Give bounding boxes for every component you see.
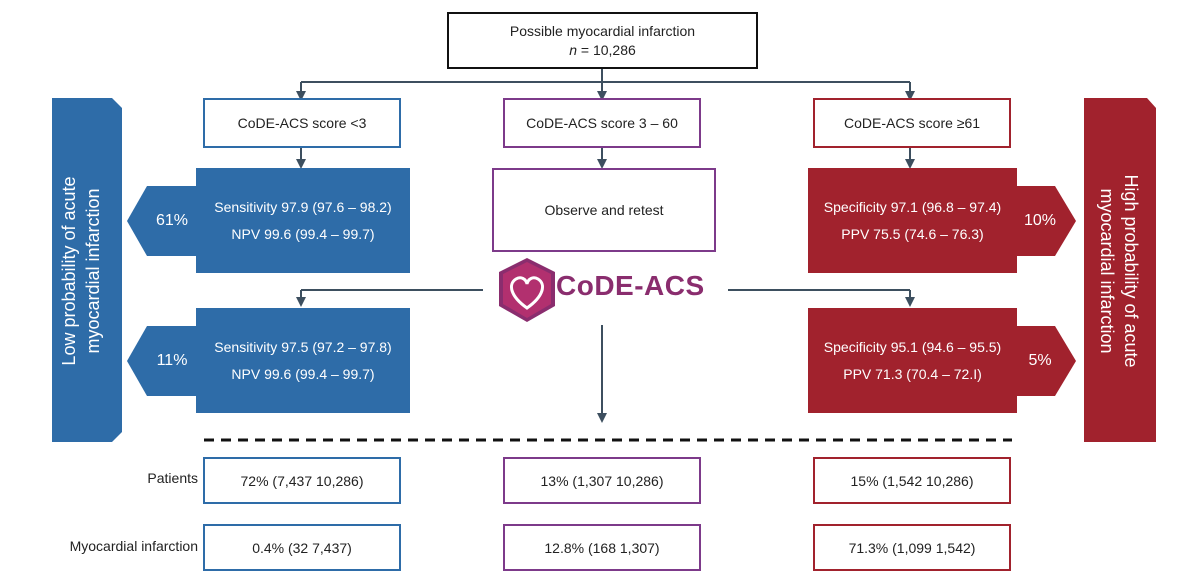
- high-second-specificity: Specificity 95.1 (94.6 – 95.5): [823, 338, 1002, 355]
- low-first-sensitivity: Sensitivity 97.9 (97.6 – 98.2): [214, 198, 392, 215]
- root-node: Possible myocardial infarction n = 10,28…: [447, 12, 758, 69]
- high-second-ppv: PPV 71.3 (70.4 – 72.I): [843, 365, 982, 382]
- mi-low-value: 0.4% (32 7,437): [252, 539, 352, 556]
- mid-score-box: CoDE-ACS score 3 – 60: [503, 98, 701, 148]
- mi-row-label: Myocardial infarction: [69, 538, 198, 554]
- low-first-npv: NPV 99.6 (99.4 – 99.7): [231, 225, 375, 242]
- patients-row-label: Patients: [147, 470, 198, 486]
- low-first-pointer: [127, 186, 196, 256]
- low-second-result: Sensitivity 97.5 (97.2 – 97.8) NPV 99.6 …: [196, 308, 410, 413]
- mi-high-cell: 71.3% (1,099 1,542): [813, 524, 1011, 571]
- patients-high-cell: 15% (1,542 10,286): [813, 457, 1011, 504]
- low-second-npv: NPV 99.6 (99.4 – 99.7): [231, 365, 375, 382]
- root-title: Possible myocardial infarction: [509, 22, 696, 39]
- mi-high-value: 71.3% (1,099 1,542): [848, 539, 976, 556]
- observe-retest-box: Observe and retest: [492, 168, 716, 252]
- patients-mid-cell: 13% (1,307 10,286): [503, 457, 701, 504]
- low-score-box: CoDE-ACS score <3: [203, 98, 401, 148]
- low-second-pointer: [127, 326, 196, 396]
- code-acs-logo: CoDE-ACS: [556, 270, 705, 301]
- high-score-label: CoDE-ACS score ≥61: [843, 115, 981, 131]
- high-first-specificity: Specificity 97.1 (96.8 – 97.4): [823, 198, 1002, 215]
- mid-score-label: CoDE-ACS score 3 – 60: [526, 115, 678, 131]
- root-n-value: = 10,286: [577, 41, 636, 58]
- low-probability-text: Low probability of acute myocardial infa…: [57, 106, 107, 436]
- high-score-box: CoDE-ACS score ≥61: [813, 98, 1011, 148]
- root-count: n = 10,286: [569, 41, 636, 60]
- low-second-sensitivity: Sensitivity 97.5 (97.2 – 97.8): [214, 338, 392, 355]
- high-first-ppv: PPV 75.5 (74.6 – 76.3): [841, 225, 984, 242]
- high-probability-text: High probability of acute myocardial inf…: [1093, 106, 1143, 436]
- mi-low-cell: 0.4% (32 7,437): [203, 524, 401, 571]
- patients-low-value: 72% (7,437 10,286): [240, 472, 364, 489]
- code-acs-logo-icon: [499, 258, 555, 322]
- low-first-percent: 61%: [155, 212, 189, 229]
- high-probability-line1: High probability of acute: [1121, 174, 1141, 368]
- high-probability-banner: [1084, 98, 1156, 442]
- low-probability-banner: [52, 98, 122, 442]
- low-probability-line2: myocardial infarction: [83, 188, 103, 354]
- patients-mid-value: 13% (1,307 10,286): [540, 472, 664, 489]
- low-first-result: Sensitivity 97.9 (97.6 – 98.2) NPV 99.6 …: [196, 168, 410, 273]
- observe-retest-label: Observe and retest: [544, 202, 664, 218]
- low-score-label: CoDE-ACS score <3: [237, 115, 367, 131]
- high-second-pointer: [1016, 326, 1076, 396]
- high-second-result: Specificity 95.1 (94.6 – 95.5) PPV 71.3 …: [808, 308, 1017, 413]
- high-first-result: Specificity 97.1 (96.8 – 97.4) PPV 75.5 …: [808, 168, 1017, 273]
- high-first-pointer: [1016, 186, 1076, 256]
- mi-mid-cell: 12.8% (168 1,307): [503, 524, 701, 571]
- low-second-percent: 11%: [156, 352, 188, 369]
- high-probability-line2: myocardial infarction: [1097, 188, 1117, 354]
- high-first-percent: 10%: [1023, 212, 1057, 229]
- patients-high-value: 15% (1,542 10,286): [850, 472, 974, 489]
- high-second-percent: 5%: [1028, 352, 1052, 369]
- low-probability-line1: Low probability of acute: [59, 176, 79, 366]
- patients-low-cell: 72% (7,437 10,286): [203, 457, 401, 504]
- root-n-label: n: [569, 41, 577, 58]
- mi-mid-value: 12.8% (168 1,307): [544, 539, 660, 556]
